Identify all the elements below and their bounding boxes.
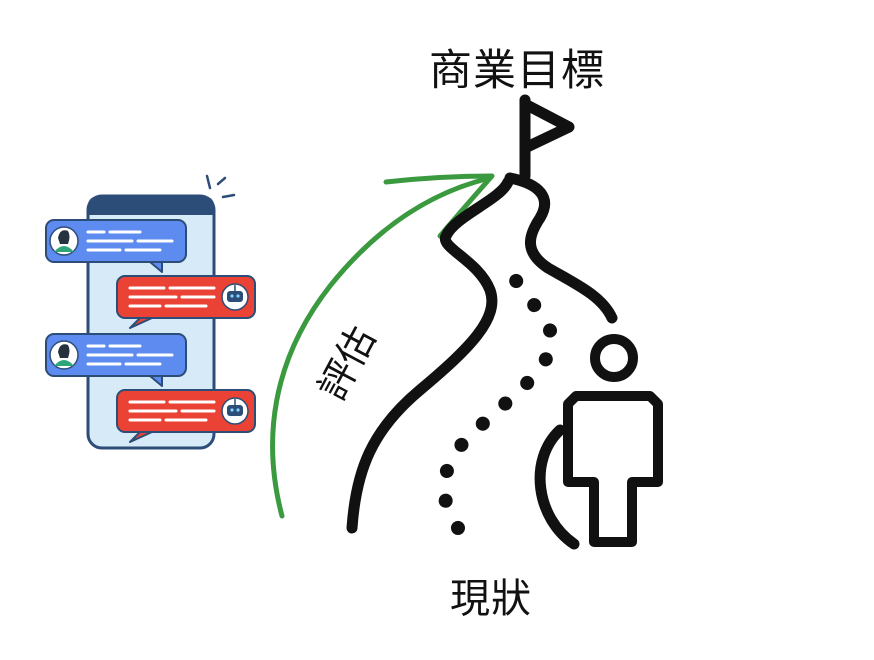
user-avatar-icon: [49, 226, 79, 256]
user-message-bubble: [45, 333, 187, 387]
chat-phone-illustration: [45, 174, 256, 450]
road-left-edge: [346, 176, 514, 534]
person-base-arc: [534, 424, 580, 550]
goal-label: 商業目標: [429, 46, 605, 96]
flag-icon: [519, 94, 575, 182]
user-avatar-icon: [49, 340, 79, 370]
robot-avatar-icon: [221, 397, 249, 425]
winding-road: [346, 172, 618, 535]
bot-message-bubble: [116, 275, 256, 329]
current-state-label: 現狀: [450, 576, 532, 622]
notification-ticks: [205, 174, 236, 199]
user-message-bubble: [45, 219, 187, 273]
road-center-dots: [437, 263, 559, 535]
person-icon: [534, 334, 663, 550]
bot-message-bubble: [116, 389, 256, 443]
road-right-edge: [504, 172, 618, 324]
robot-avatar-icon: [221, 283, 249, 311]
